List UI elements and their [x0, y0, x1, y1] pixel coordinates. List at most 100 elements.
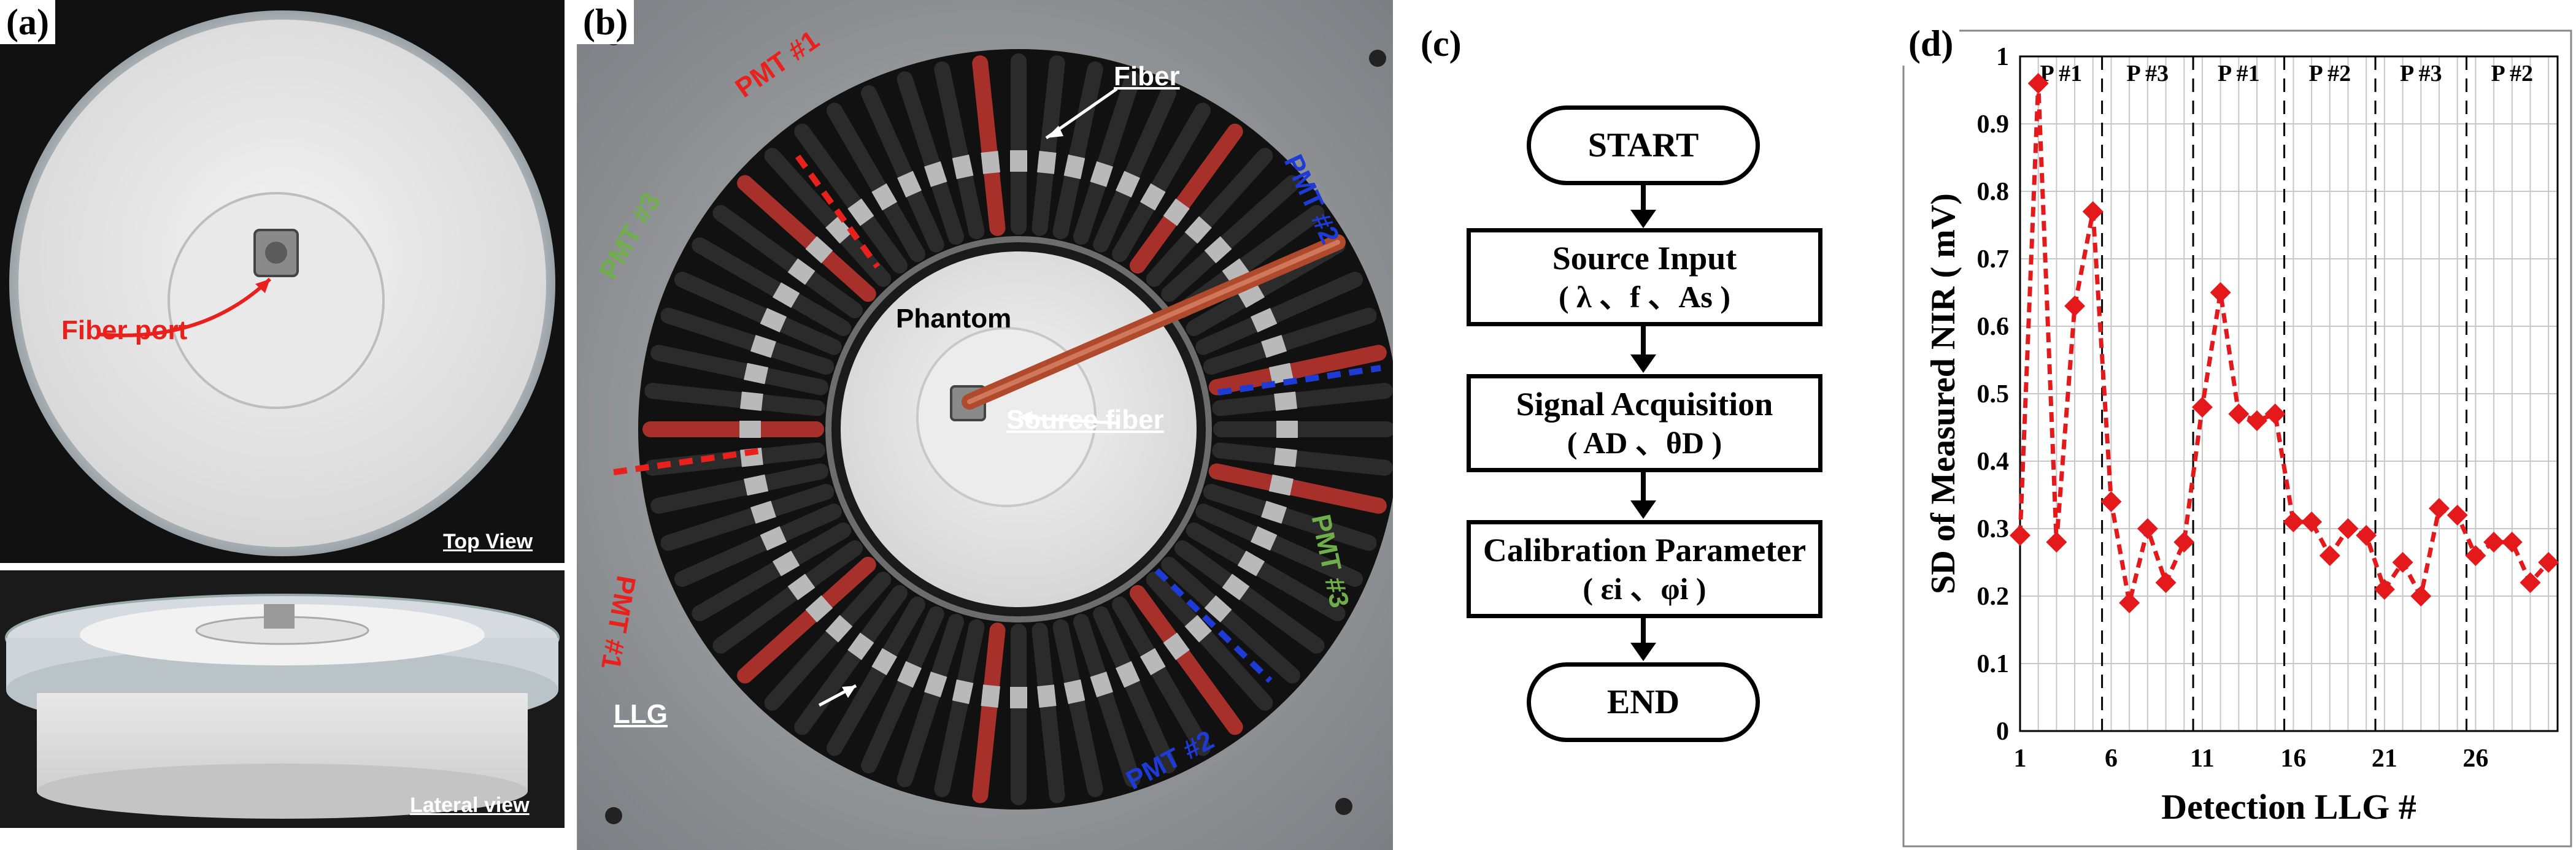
- group-label-6: P #2: [2491, 61, 2533, 86]
- y-axis-label: SD of Measured NIR ( mV): [1924, 193, 1962, 594]
- data-point-4: [2064, 296, 2086, 316]
- flow-start-text: START: [1587, 126, 1699, 164]
- flow-start: START: [1527, 105, 1760, 185]
- data-point-14: [2246, 410, 2268, 431]
- fiber-port-label: Fiber port: [61, 315, 188, 345]
- panel-b-label: (b): [577, 0, 634, 44]
- x-tick-label-2: 6: [2105, 745, 2118, 773]
- data-point-8: [2137, 518, 2158, 539]
- flow-signal-acquisition: Signal Acquisition ( AD 、θD ): [1467, 374, 1822, 472]
- group-label-3: P #1: [2218, 61, 2260, 86]
- data-point-20: [2356, 525, 2377, 546]
- x-tick-label-3: 11: [2190, 745, 2215, 773]
- flow-arrow-2: [1630, 326, 1656, 373]
- y-tick-label-11: 1: [1996, 43, 2009, 71]
- y-tick-label-4: 0.3: [1977, 515, 2010, 543]
- panel-d-label: (d): [1902, 21, 1960, 66]
- chart-y-ticks: 00.10.20.30.40.50.60.70.80.91: [1977, 43, 2010, 746]
- inner-ring: [168, 192, 385, 409]
- plot-area: [2019, 55, 2559, 732]
- group-label-5: P #3: [2400, 61, 2442, 86]
- data-point-2: [2027, 73, 2049, 94]
- flow-arrow-1: [1630, 185, 1656, 228]
- fiber-port-arrow: [98, 277, 272, 337]
- panel-a-label: (a): [0, 0, 55, 44]
- x-tick-label-6: 26: [2462, 745, 2488, 773]
- data-point-1: [2010, 525, 2030, 546]
- panel-c: (c) START Source Input ( λ 、f 、As ) Sign…: [1411, 0, 1878, 850]
- signal-acquisition-title: Signal Acquisition: [1516, 386, 1773, 423]
- x-tick-label-4: 16: [2280, 745, 2306, 773]
- y-tick-label-5: 0.4: [1977, 448, 2010, 476]
- x-axis-label: Detection LLG #: [2161, 787, 2416, 827]
- data-point-26: [2465, 545, 2486, 566]
- x-tick-label-1: 1: [2014, 745, 2027, 773]
- flow-end: END: [1527, 662, 1760, 742]
- top-view-label: Top View: [443, 530, 533, 553]
- chart-frame: [1902, 29, 2572, 848]
- data-point-10: [2173, 532, 2195, 553]
- flow-arrow-4: [1630, 618, 1656, 661]
- data-point-27: [2483, 532, 2505, 553]
- pmt-boundary-right: [1217, 365, 1381, 396]
- y-tick-label-1: 0: [1996, 718, 2009, 746]
- panel-b: (b) PMT #1 PMT #3 PMT #2 PMT #3 PMT #1 P…: [577, 0, 1393, 850]
- flow-calibration-parameter: Calibration Parameter ( εi 、φi ): [1467, 520, 1822, 618]
- panel-a: (a) Fiber port Top View Lateral view: [0, 0, 571, 850]
- calibration-parameter-params: ( εi 、φi ): [1583, 572, 1706, 606]
- data-point-6: [2100, 491, 2122, 512]
- calibration-parameter-title: Calibration Parameter: [1483, 532, 1807, 569]
- y-tick-label-2: 0.1: [1977, 650, 2010, 678]
- fiber-label: Fiber: [1114, 61, 1180, 91]
- data-point-16: [2283, 511, 2304, 532]
- data-point-29: [2520, 572, 2541, 593]
- source-fiber-label: Source fiber: [1006, 405, 1164, 435]
- group-label-4: P #2: [2309, 61, 2351, 86]
- data-point-21: [2374, 579, 2395, 600]
- data-point-9: [2155, 572, 2177, 593]
- data-point-25: [2447, 505, 2468, 526]
- series-points: [2010, 73, 2559, 613]
- phantom-label: Phantom: [896, 304, 1012, 334]
- source-fiber-arrow: [1018, 415, 1117, 425]
- pmt-boundary-left: [613, 448, 762, 475]
- data-point-17: [2301, 511, 2323, 532]
- llg-spokes: [642, 53, 1393, 805]
- panel-b-photo: [577, 0, 1393, 850]
- y-tick-label-6: 0.5: [1977, 380, 2010, 408]
- data-point-28: [2501, 532, 2523, 553]
- chart-group-dividers: [2101, 56, 2468, 731]
- data-point-30: [2538, 552, 2559, 573]
- flow-source-input: Source Input ( λ 、f 、As ): [1467, 228, 1822, 326]
- y-tick-label-10: 0.9: [1977, 110, 2010, 139]
- panel-c-label: (c): [1414, 21, 1468, 66]
- lateral-view-label: Lateral view: [410, 794, 530, 817]
- pmt-boundary-bottom: [1154, 568, 1273, 683]
- data-point-18: [2319, 545, 2340, 566]
- source-input-title: Source Input: [1552, 240, 1737, 277]
- data-point-7: [2119, 592, 2140, 613]
- panel-a-photos: [0, 0, 565, 828]
- data-point-3: [2046, 532, 2067, 553]
- data-point-11: [2191, 397, 2213, 418]
- x-tick-label-5: 21: [2372, 745, 2397, 773]
- data-point-24: [2428, 498, 2450, 519]
- pmt-boundary-top: [795, 155, 881, 269]
- data-point-5: [2082, 201, 2104, 222]
- llg-label: LLG: [614, 699, 668, 729]
- signal-acquisition-params: ( AD 、θD ): [1567, 426, 1722, 460]
- flow-end-text: END: [1606, 683, 1680, 721]
- data-point-13: [2228, 404, 2250, 424]
- data-point-19: [2337, 518, 2359, 539]
- data-point-23: [2410, 586, 2432, 607]
- y-tick-label-7: 0.6: [1977, 313, 2010, 341]
- group-label-2: P #3: [2127, 61, 2169, 86]
- series-line: [2018, 83, 2550, 603]
- y-tick-label-8: 0.7: [1977, 245, 2010, 274]
- y-tick-label-3: 0.2: [1977, 583, 2010, 611]
- source-input-params: ( λ 、f 、As ): [1558, 280, 1731, 314]
